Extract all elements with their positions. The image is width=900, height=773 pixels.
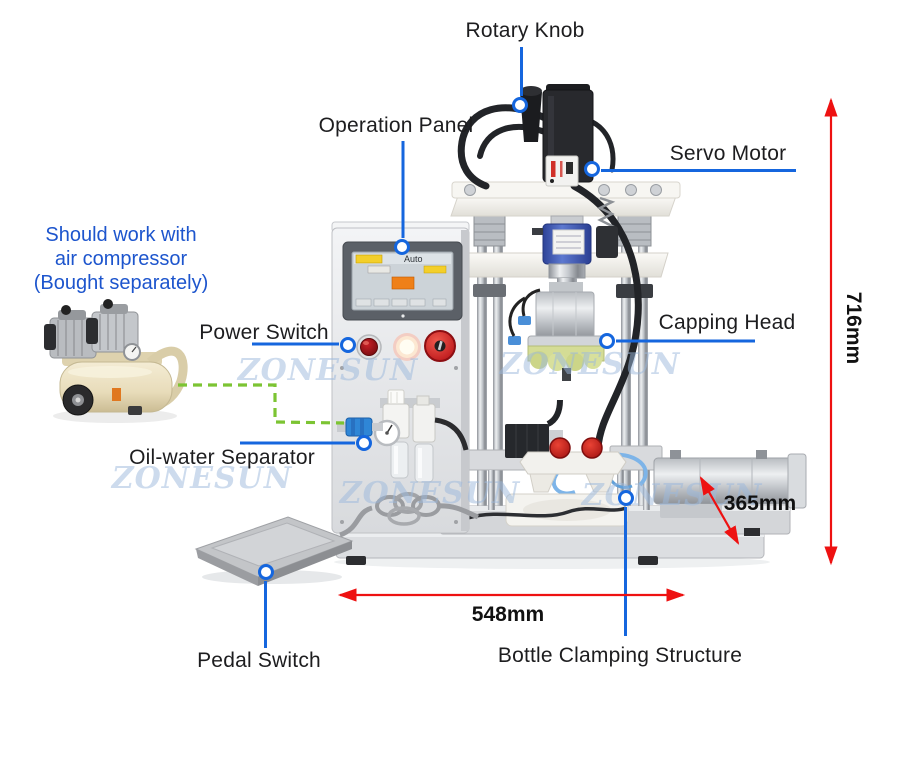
- zonesun-watermarks: ZONESUN ZONESUN ZONESUN ZONESUN ZONESUN: [111, 347, 762, 513]
- callout-label-capping-head: Capping Head: [658, 311, 796, 334]
- callout-label-pedal-switch: Pedal Switch: [197, 649, 321, 672]
- watermark-text: ZONESUN: [339, 476, 521, 511]
- capping-head-part: [508, 282, 605, 381]
- air-compressor-illustration: [44, 299, 188, 423]
- marker-pedal-switch: [258, 564, 274, 580]
- marker-oil-water-separator: [356, 435, 372, 451]
- control-box: Auto: [331, 221, 470, 534]
- note-line: Should work with: [45, 224, 197, 246]
- capping-motor: [532, 196, 618, 294]
- watermark-text: ZONESUN: [499, 347, 681, 382]
- bottle-clamping-part: [467, 399, 648, 527]
- indicator-light: [393, 333, 421, 361]
- dimension-depth-label: 365mm: [723, 492, 797, 515]
- oil-water-separator-part: [337, 389, 469, 483]
- callout-label-bottle-clamping-structure: Bottle Clamping Structure: [497, 644, 743, 667]
- dimension-width-label: 548mm: [471, 603, 545, 626]
- callout-label-servo-motor: Servo Motor: [669, 142, 787, 165]
- marker-capping-head: [599, 333, 615, 349]
- callout-label-oil-water-separator: Oil-water Separator: [129, 446, 315, 469]
- marker-operation-panel: [394, 239, 410, 255]
- emergency-stop-button: [424, 330, 456, 362]
- note-line: air compressor: [54, 248, 188, 270]
- pedal-switch-part: [194, 492, 479, 586]
- air-compressor-note: Should work with air compressor (Bought …: [34, 223, 209, 295]
- screen-mode-text: Auto: [404, 254, 423, 264]
- note-line: (Bought separately): [33, 272, 209, 294]
- marker-servo-motor: [584, 161, 600, 177]
- marker-bottle-clamping: [618, 490, 634, 506]
- callout-label-operation-panel: Operation Panel: [318, 114, 474, 137]
- servo-motor-block: [520, 84, 594, 187]
- marker-power-switch: [340, 337, 356, 353]
- dimension-height-label: 716mm: [842, 291, 865, 365]
- callout-label-power-switch: Power Switch: [199, 321, 329, 344]
- callout-label-rotary-knob: Rotary Knob: [465, 19, 585, 42]
- marker-rotary-knob: [512, 97, 528, 113]
- watermark-text: ZONESUN: [237, 353, 419, 388]
- top-plate: [450, 181, 681, 217]
- watermark-text: ZONESUN: [111, 461, 293, 496]
- power-switch-part: [356, 334, 382, 360]
